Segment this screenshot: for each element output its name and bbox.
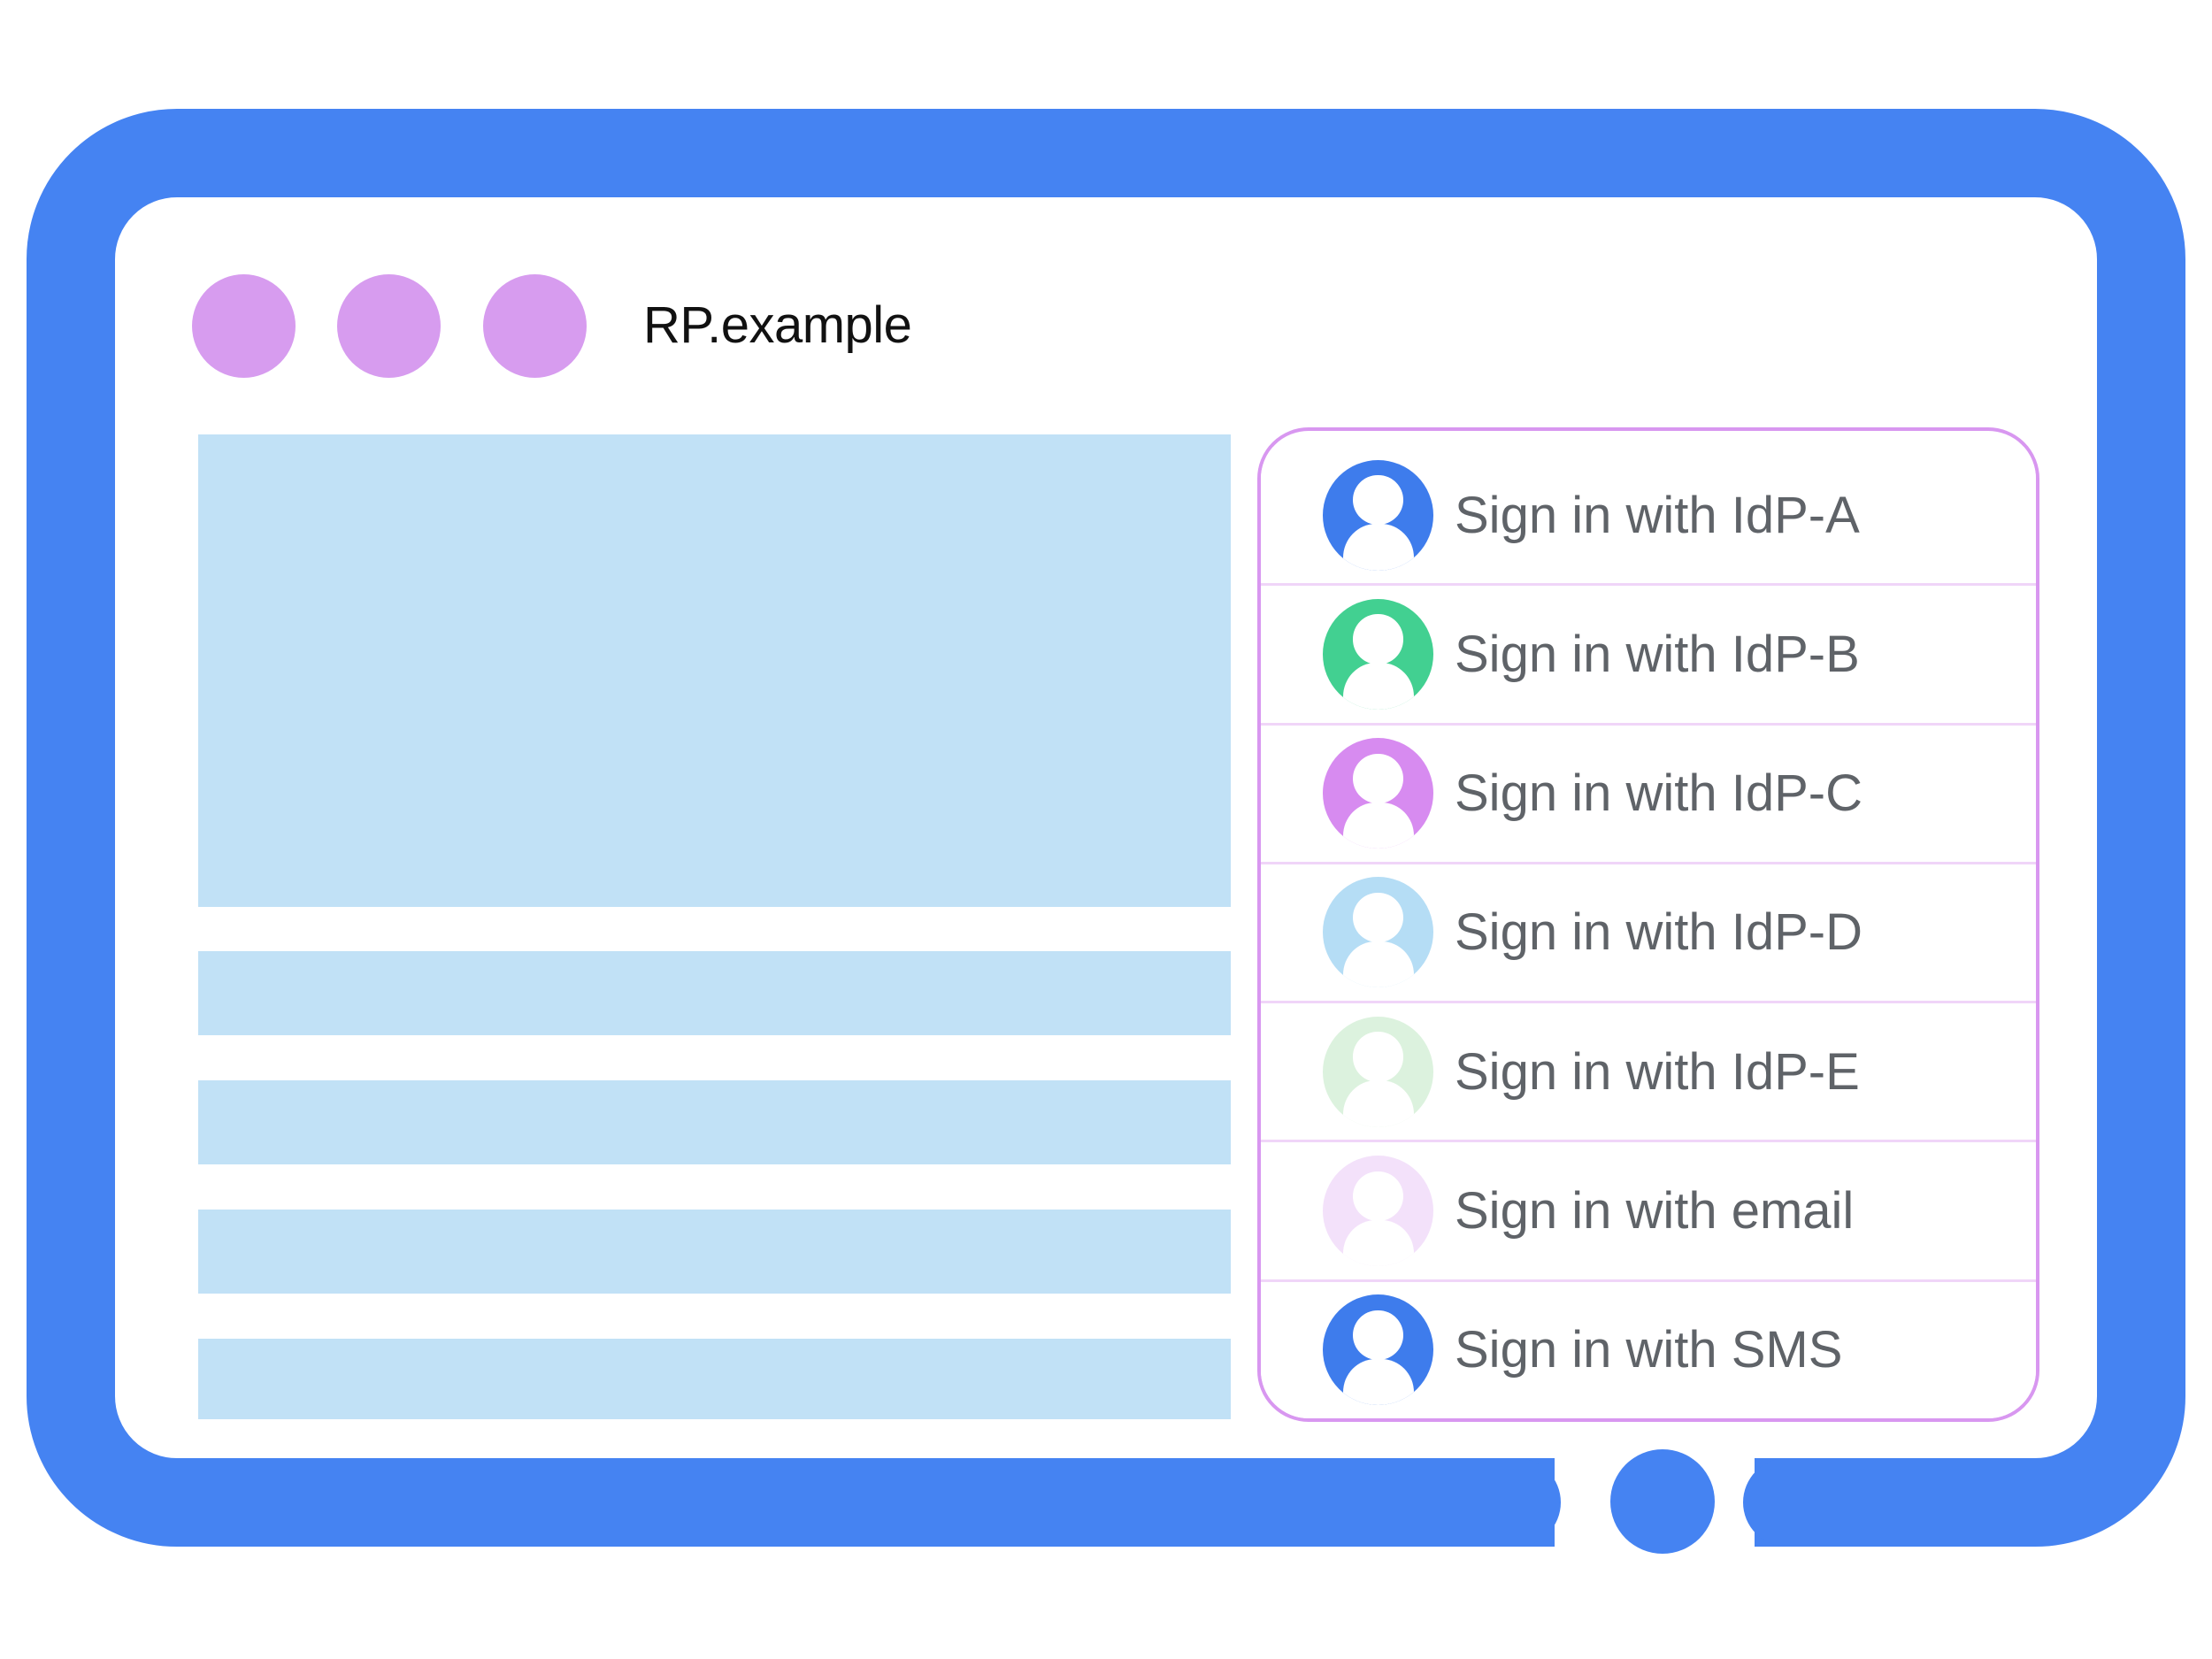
- user-avatar-icon: [1323, 1156, 1433, 1267]
- signin-option-label: Sign in with IdP-B: [1455, 625, 1860, 683]
- text-line-placeholder: [198, 1080, 1231, 1164]
- signin-option-label: Sign in with IdP-C: [1455, 764, 1863, 823]
- window-dot-icon: [192, 274, 296, 378]
- hero-placeholder: [198, 434, 1231, 907]
- signin-option-row[interactable]: Sign in with IdP-C: [1261, 722, 2036, 862]
- signin-option-row[interactable]: Sign in with SMS: [1261, 1279, 2036, 1418]
- user-avatar-icon: [1323, 1016, 1433, 1127]
- text-line-placeholder: [198, 1339, 1231, 1419]
- user-avatar-icon: [1323, 459, 1433, 571]
- user-avatar-icon: [1323, 877, 1433, 988]
- window-dot-icon: [337, 274, 441, 378]
- user-avatar-icon: [1323, 1294, 1433, 1406]
- user-avatar-icon: [1323, 598, 1433, 710]
- window-dot-icon: [483, 274, 587, 378]
- signin-option-row[interactable]: Sign in with IdP-D: [1261, 861, 2036, 1002]
- signin-option-label: Sign in with IdP-D: [1455, 903, 1863, 962]
- signin-option-label: Sign in with IdP-A: [1455, 486, 1860, 544]
- signin-option-row[interactable]: Sign in with IdP-A: [1261, 447, 2036, 584]
- signin-option-row[interactable]: Sign in with IdP-E: [1261, 1001, 2036, 1141]
- text-line-placeholder: [198, 951, 1231, 1035]
- signin-option-label: Sign in with IdP-E: [1455, 1042, 1860, 1101]
- signin-option-row[interactable]: Sign in with email: [1261, 1140, 2036, 1279]
- text-line-placeholder: [198, 1210, 1231, 1294]
- signin-chooser-panel: Sign in with IdP-A Sign in with IdP-B Sign…: [1257, 427, 2039, 1422]
- page-title: RP.example: [643, 296, 912, 354]
- signin-option-row[interactable]: Sign in with IdP-B: [1261, 583, 2036, 723]
- home-button-circle-icon[interactable]: [1610, 1449, 1715, 1554]
- user-avatar-icon: [1323, 738, 1433, 849]
- signin-option-label: Sign in with email: [1455, 1182, 1855, 1240]
- signin-option-label: Sign in with SMS: [1455, 1321, 1843, 1379]
